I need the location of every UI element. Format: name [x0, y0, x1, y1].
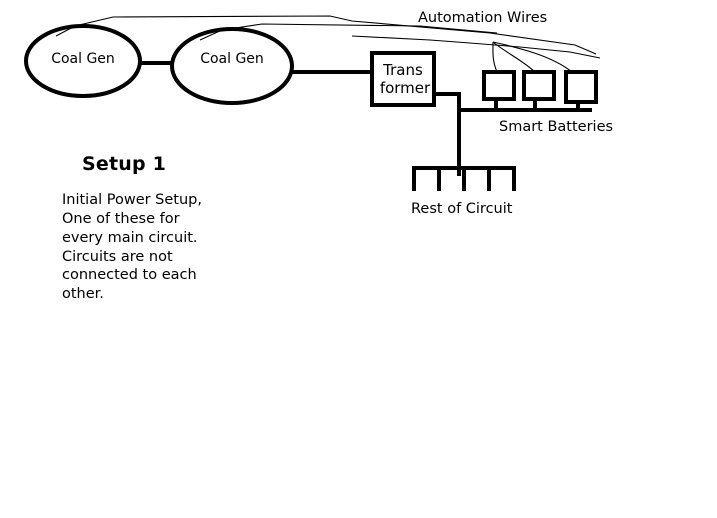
automation-drop-battery-2	[492, 41, 536, 73]
automation-wires-label: Automation Wires	[418, 10, 548, 26]
transformer-label-line1: Trans	[383, 61, 423, 79]
setup-description: Initial Power Setup, One of these for ev…	[62, 192, 202, 303]
automation-drop-battery-3	[492, 41, 573, 73]
automation-wire-from-gen-2	[199, 23, 498, 41]
automation-drop-battery-1	[492, 41, 498, 73]
coal-gen-2-label: Coal Gen	[200, 51, 264, 67]
transformer-shape	[370, 51, 436, 107]
rest-of-circuit-label: Rest of Circuit	[411, 201, 513, 217]
coal-gen-1-shape	[24, 24, 142, 98]
battery-3-shape	[564, 70, 598, 104]
battery-2-shape	[522, 70, 556, 101]
setup-heading: Setup 1	[82, 153, 167, 175]
automation-wire-trunk	[351, 35, 601, 59]
transformer-label-line2: former	[379, 79, 431, 97]
battery-1-shape	[482, 70, 516, 101]
coal-gen-1-label: Coal Gen	[51, 51, 115, 67]
smart-batteries-label: Smart Batteries	[499, 119, 614, 135]
automation-wires-group	[55, 15, 601, 73]
automation-wire-from-gen-1	[55, 15, 597, 55]
